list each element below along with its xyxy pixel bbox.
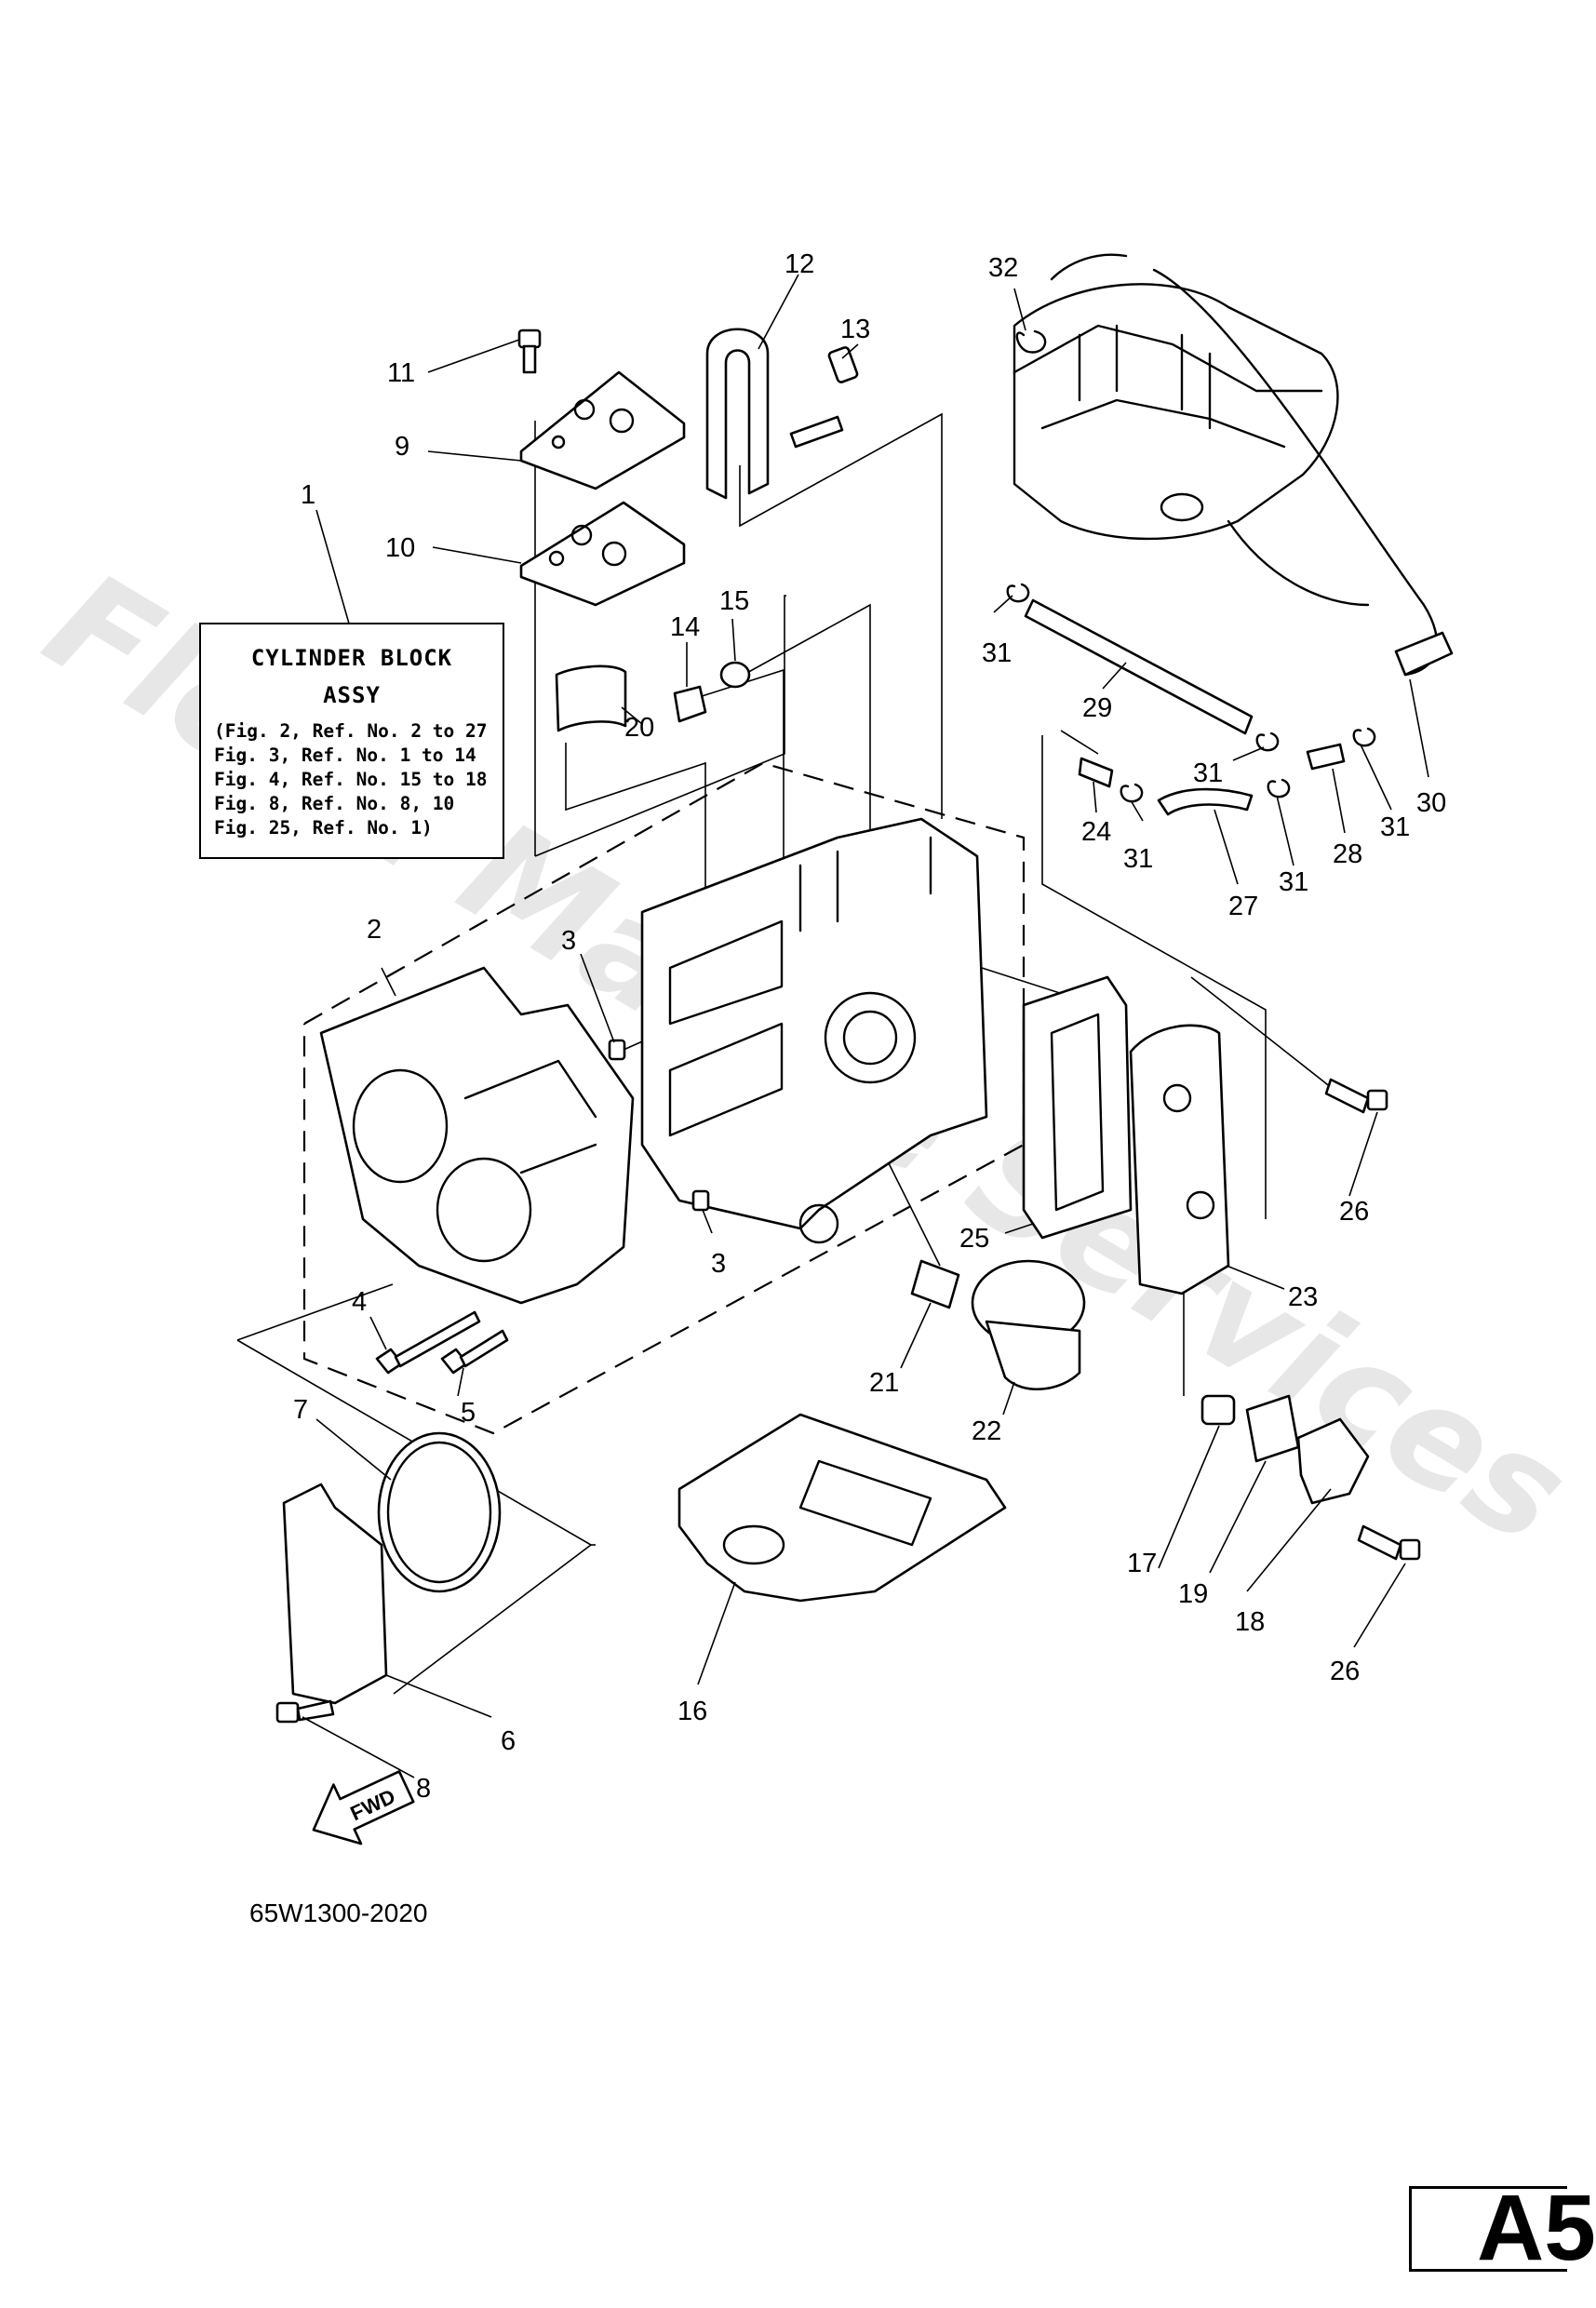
part-27-hose <box>1157 787 1254 816</box>
part-11-bolt <box>517 329 542 374</box>
clip-31-parts <box>1006 583 1376 803</box>
assy-ref-list: (Fig. 2, Ref. No. 2 to 27 Fig. 3, Ref. N… <box>201 719 503 840</box>
part-28-fitting <box>1306 743 1346 771</box>
callout-29: 29 <box>1082 693 1112 723</box>
assy-ref-item: (Fig. 2, Ref. No. 2 to 27 <box>214 720 488 742</box>
callout-24: 24 <box>1081 817 1111 847</box>
part-13-bolt <box>789 346 859 449</box>
callout-6: 6 <box>501 1726 516 1756</box>
callout-1: 1 <box>301 480 315 510</box>
callout-31d: 31 <box>1279 867 1308 897</box>
assy-ref-item: Fig. 4, Ref. No. 15 to 18 <box>214 769 488 790</box>
part-26-bolt-b <box>1357 1524 1421 1561</box>
callout-3b: 3 <box>711 1249 726 1279</box>
part-14-plug <box>673 685 707 723</box>
callout-10: 10 <box>385 533 415 563</box>
part-7-oring <box>377 1431 502 1593</box>
part-21-strainer <box>910 1259 960 1309</box>
callout-31e: 31 <box>1380 812 1410 842</box>
part-24-fitting <box>1078 757 1114 788</box>
part-12-bracket <box>705 328 770 500</box>
part-18-cover <box>1296 1417 1370 1505</box>
callout-numbers: 1 2 3 3 4 5 6 7 8 9 10 11 12 13 14 15 16… <box>293 249 1446 1804</box>
part-23-cover <box>1129 1024 1230 1295</box>
callout-15: 15 <box>719 586 749 616</box>
part-4-bolt <box>375 1310 481 1375</box>
callout-4: 4 <box>352 1287 367 1317</box>
assy-reference-box: CYLINDER BLOCK ASSY (Fig. 2, Ref. No. 2 … <box>199 623 504 859</box>
callout-26a: 26 <box>1339 1197 1369 1227</box>
part-25-gasket <box>1022 975 1133 1240</box>
part-22-filter <box>971 1259 1086 1390</box>
part-20-sleeve <box>555 664 627 732</box>
callout-2: 2 <box>367 915 382 945</box>
callout-18: 18 <box>1235 1607 1265 1637</box>
engine-top-part <box>1013 253 1439 677</box>
callout-31a: 31 <box>982 638 1012 668</box>
page-tag-label: A5 <box>1477 2176 1596 2280</box>
callout-21: 21 <box>869 1368 899 1398</box>
callout-13: 13 <box>840 315 870 344</box>
assy-ref-item: Fig. 8, Ref. No. 8, 10 <box>214 793 455 814</box>
assy-ref-item: Fig. 3, Ref. No. 1 to 14 <box>214 745 476 766</box>
callout-7: 7 <box>293 1395 308 1425</box>
part-3-pin-a <box>608 1039 626 1061</box>
callout-26b: 26 <box>1330 1657 1360 1686</box>
parts <box>275 253 1454 1724</box>
part-9-plate <box>519 370 686 490</box>
callout-12: 12 <box>785 249 814 279</box>
callout-17: 17 <box>1127 1549 1157 1578</box>
part-8-bolt <box>275 1699 335 1724</box>
callout-31c: 31 <box>1123 844 1153 874</box>
callout-16: 16 <box>677 1697 707 1726</box>
assy-title-line1: CYLINDER BLOCK <box>250 645 453 671</box>
page-tag: A5 <box>1409 2181 1596 2274</box>
callout-19: 19 <box>1178 1579 1208 1609</box>
callout-30: 30 <box>1416 788 1446 818</box>
part-30-hose <box>1394 631 1454 677</box>
assy-ref-item: Fig. 25, Ref. No. 1) <box>214 817 433 839</box>
part-17-fitting <box>1200 1394 1236 1426</box>
callout-25: 25 <box>959 1224 989 1254</box>
fwd-arrow: FWD <box>312 1770 415 1845</box>
callout-28: 28 <box>1333 839 1362 869</box>
part-2-cylinder-head <box>319 966 635 1305</box>
callout-27: 27 <box>1228 892 1258 921</box>
callout-20: 20 <box>624 713 654 743</box>
callout-23: 23 <box>1288 1282 1318 1312</box>
part-26-bolt-a <box>1324 1078 1388 1114</box>
part-29-hose <box>1024 598 1254 735</box>
callout-leaders <box>302 274 1429 1778</box>
part-6-cover <box>282 1483 388 1705</box>
diagram-code: 65W1300-2020 <box>249 1899 427 1927</box>
callout-3a: 3 <box>561 926 576 956</box>
part-3-pin-b <box>691 1189 710 1212</box>
callout-9: 9 <box>395 432 409 462</box>
callout-8: 8 <box>416 1774 431 1804</box>
part-16-gasket <box>677 1413 1007 1603</box>
callout-11: 11 <box>387 358 415 388</box>
part-5-bolt <box>440 1329 509 1375</box>
part-15-washer <box>719 661 751 689</box>
callout-22: 22 <box>972 1416 1001 1446</box>
callout-5: 5 <box>461 1398 476 1428</box>
callout-31b: 31 <box>1193 758 1223 788</box>
callout-14: 14 <box>670 612 700 642</box>
guide-lines <box>236 412 1346 1695</box>
callout-32: 32 <box>988 253 1018 283</box>
cylinder-block <box>640 817 988 1230</box>
clip-32-part <box>1015 329 1047 354</box>
assy-title-line2: ASSY <box>323 682 381 708</box>
